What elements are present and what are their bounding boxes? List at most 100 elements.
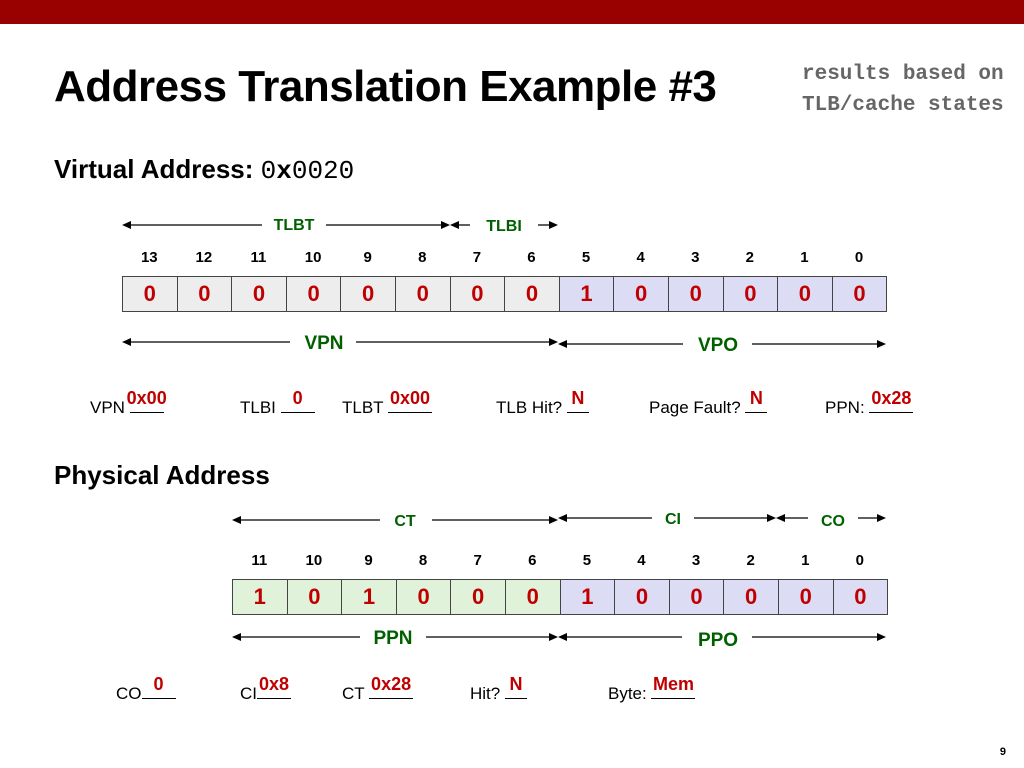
top-accent-bar [0, 0, 1024, 24]
bit-number: 1 [800, 249, 809, 266]
ppn-value: 0x28 [871, 388, 912, 408]
co-arrowhead-right [877, 514, 886, 522]
bit-number: 9 [364, 552, 373, 569]
vpn-arrowhead-left [122, 338, 131, 346]
bit-number: 2 [746, 552, 755, 569]
page-fault-value: N [749, 388, 763, 408]
tlbt-value: 0x00 [389, 388, 431, 408]
bit-number: 10 [304, 249, 322, 266]
bit-number: 4 [636, 249, 645, 266]
virtual-address-label: Virtual Address: [54, 154, 261, 184]
ppn-arrowhead-left [232, 633, 241, 641]
ct-value: 0x28 [371, 674, 412, 694]
ppn-field: PPN: 0x28 [825, 388, 914, 417]
bit-number: 12 [195, 249, 213, 266]
tlbt-label: TLBT [273, 217, 315, 234]
bit-number: 7 [473, 552, 482, 569]
bit-cell: 0 [778, 277, 833, 312]
vpo-arrowhead-left [558, 340, 567, 348]
co-value: 0 [153, 674, 164, 694]
ppo-label: PPO [697, 630, 739, 651]
ppn-arrowhead-right [549, 633, 558, 641]
tlbi-arrowhead-right [549, 221, 558, 229]
ppn-label: PPN [373, 628, 413, 649]
page-fault-field: Page Fault? N [649, 388, 768, 418]
bit-number: 9 [363, 249, 372, 266]
bit-number: 6 [527, 249, 536, 266]
virtual-address-value: 0x0020 [260, 156, 355, 186]
vpn-value: 0x00 [126, 388, 167, 408]
bit-cell: 0 [615, 580, 670, 615]
bit-cell: 1 [233, 580, 288, 615]
bit-cell: 0 [341, 277, 396, 312]
hit-value: N [509, 674, 523, 694]
slide-title: Address Translation Example #3 [54, 62, 717, 111]
bit-number: 7 [472, 249, 482, 266]
vpo-label: VPO [697, 335, 739, 356]
bit-number: 10 [305, 552, 323, 569]
bit-cell: 1 [560, 580, 616, 615]
tlbt-field: TLBT 0x00 [342, 388, 432, 417]
vpn-field: VPN 0x00 [90, 388, 167, 417]
bit-number: 13 [140, 249, 158, 266]
ci-value: 0x8 [258, 674, 290, 694]
bit-number: 0 [855, 552, 864, 569]
ci-label: CI [665, 511, 681, 528]
bit-number: 8 [418, 249, 427, 266]
bit-number: 11 [250, 249, 267, 266]
tlbi-arrowhead-left [450, 221, 459, 229]
bit-number: 5 [581, 249, 591, 266]
bit-number: 0 [854, 249, 864, 266]
tlb-hit-value: N [571, 388, 585, 408]
bit-cell: 0 [505, 580, 561, 615]
ct-label: CT [394, 513, 416, 530]
bit-number: 8 [418, 552, 428, 569]
bit-number: 6 [528, 552, 537, 569]
vpn-label: VPN [304, 333, 344, 354]
physical-address-heading: Physical Address [54, 460, 270, 490]
tlb-cache-note: results based on TLB/cache states [802, 63, 1004, 117]
tlbt-arrowhead-right [441, 221, 450, 229]
virtual-address-heading: Virtual Address: 0x0020 [54, 154, 354, 186]
bit-cell: 0 [833, 580, 889, 615]
bit-cell: 0 [669, 580, 725, 615]
bit-number: 1 [801, 552, 810, 569]
bit-cell: 0 [832, 277, 888, 312]
bit-cell: 1 [342, 580, 397, 615]
page-number: 9 [999, 746, 1006, 758]
bit-cell: 0 [778, 580, 834, 615]
bit-number: 4 [637, 552, 646, 569]
bit-number: 3 [691, 249, 700, 266]
ppo-arrowhead-left [558, 633, 567, 641]
bit-cell: 0 [451, 580, 506, 615]
bit-cell: 0 [723, 277, 779, 312]
vpo-arrowhead-right [877, 340, 886, 348]
bit-number: 5 [582, 552, 592, 569]
ppo-arrowhead-right [877, 633, 886, 641]
bit-cell: 1 [559, 277, 615, 312]
bit-cell: 0 [286, 277, 342, 312]
tlbi-field: TLBI 0 [240, 388, 315, 418]
tlbi-value: 0 [292, 388, 303, 408]
tlbi-label: TLBI [486, 218, 522, 235]
byte-field: Byte: Mem [608, 674, 696, 703]
bit-cell: 0 [396, 580, 452, 615]
bit-cell: 0 [724, 580, 779, 615]
ci-arrowhead-left [558, 514, 567, 522]
byte-value: Mem [652, 674, 694, 694]
vpn-arrowhead-right [549, 338, 558, 346]
bit-number: 3 [691, 552, 701, 569]
bit-cell: 0 [123, 277, 178, 312]
tlbt-arrowhead-left [122, 221, 131, 229]
bit-cell: 0 [287, 580, 343, 615]
ct-arrowhead-right [549, 516, 558, 524]
hit-field: Hit? N [470, 674, 527, 704]
co-arrowhead-left [776, 514, 785, 522]
bit-cell: 0 [177, 277, 233, 312]
bit-cell: 0 [505, 277, 560, 312]
